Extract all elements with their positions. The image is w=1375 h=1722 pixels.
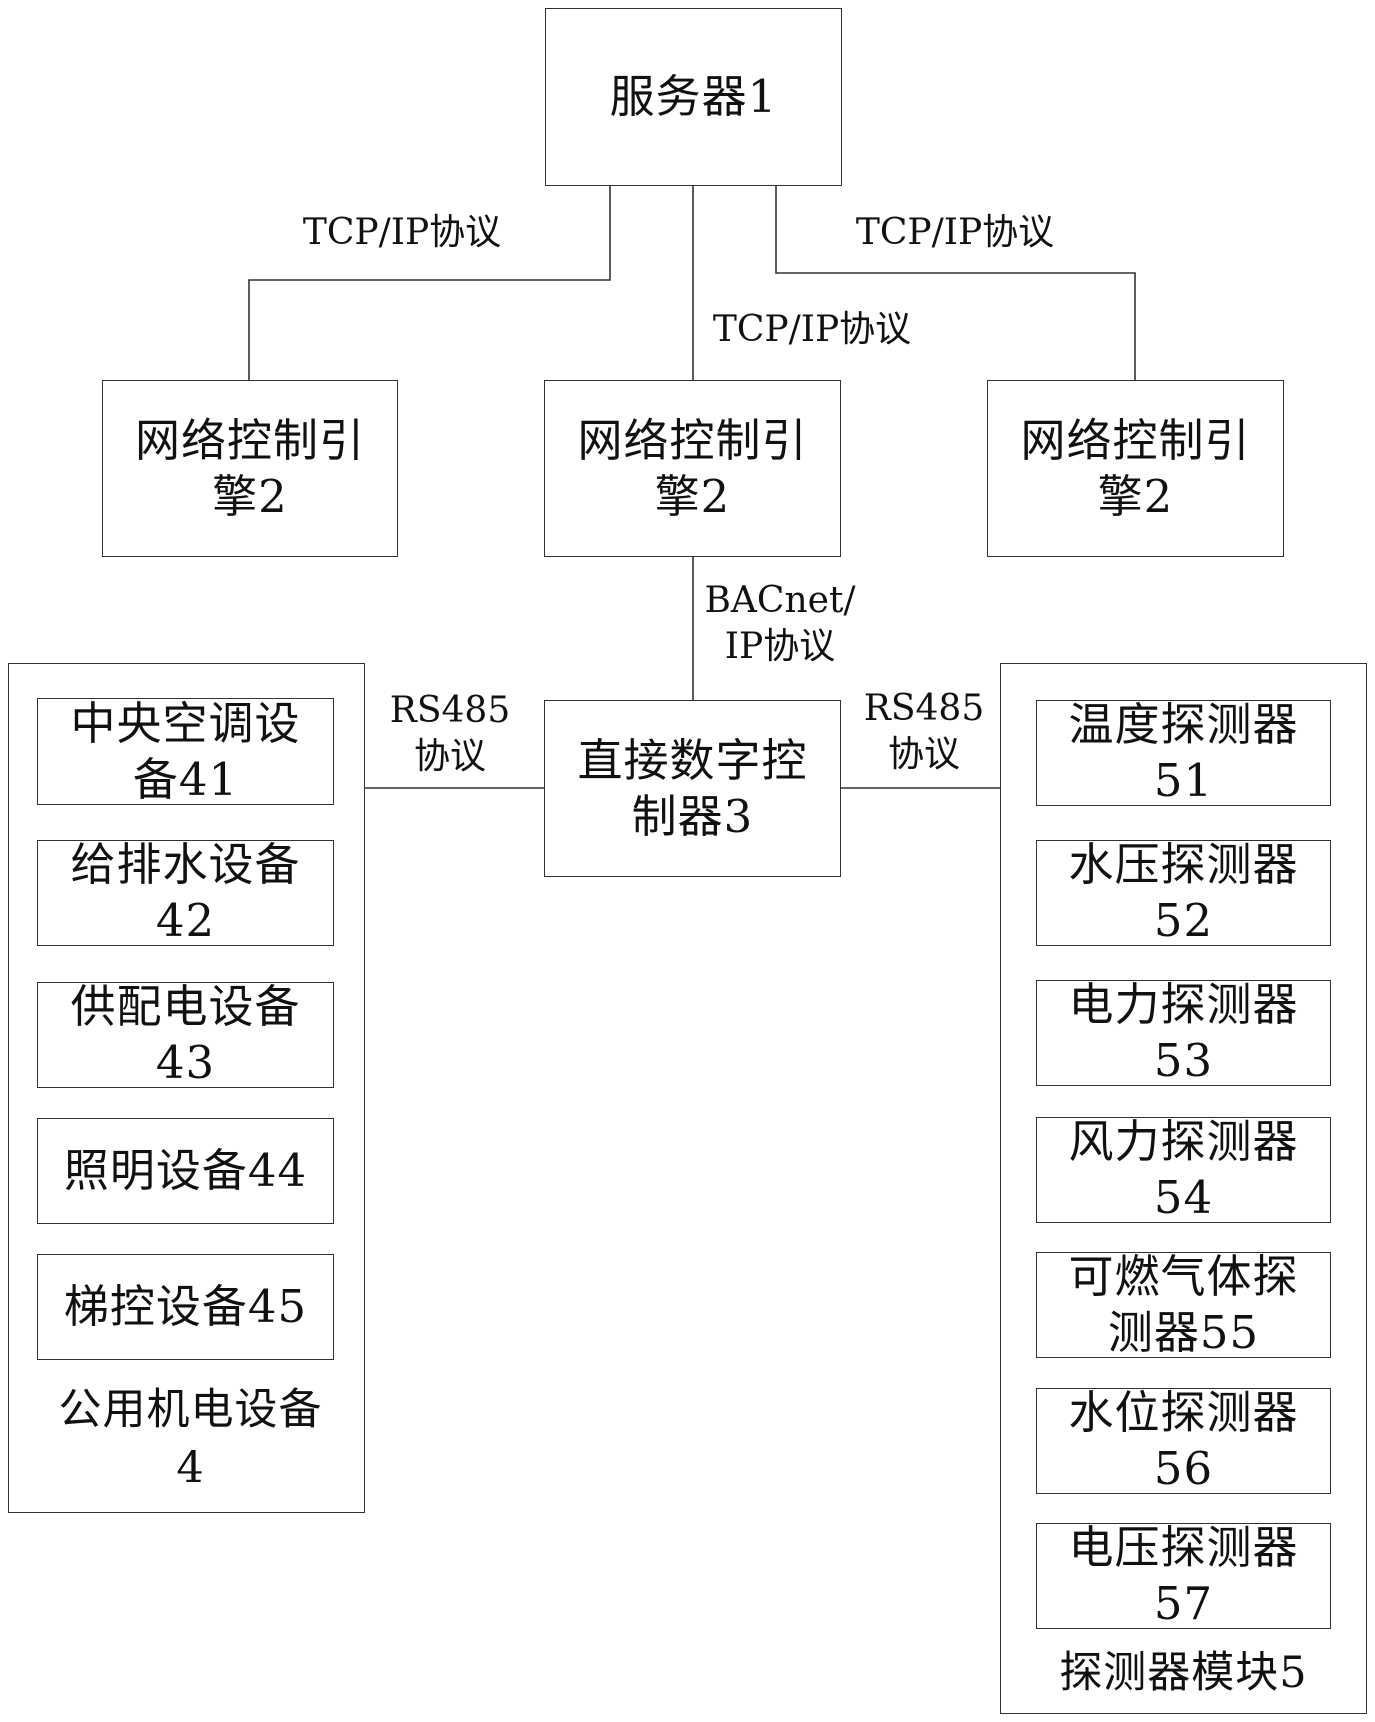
detector-item-label: 水压探测器 52 [1068, 838, 1299, 947]
equipment-item-label: 供配电设备 43 [70, 980, 301, 1089]
controller-label: 直接数字控 制器3 [577, 733, 808, 843]
detector-item-wind: 风力探测器 54 [1036, 1115, 1331, 1224]
equipment-item-power-distribution: 供配电设备 43 [37, 980, 334, 1089]
equipment-item-hvac: 中央空调设 备41 [37, 696, 334, 806]
edge-label-tcp-middle: TCP/IP协议 [712, 309, 912, 350]
edge-label-bacnet: BACnet/ IP协议 [704, 580, 856, 667]
detector-item-temperature: 温度探测器 51 [1036, 698, 1331, 807]
edge-label-tcp-left: TCP/IP协议 [302, 212, 502, 253]
network-engine-left: 网络控制引 擎2 [102, 380, 398, 557]
detector-item-voltage: 电压探测器 57 [1036, 1521, 1331, 1630]
equipment-item-water-supply: 给排水设备 42 [37, 838, 334, 947]
detector-item-label: 水位探测器 56 [1068, 1386, 1299, 1495]
detector-item-water-pressure: 水压探测器 52 [1036, 838, 1331, 947]
network-engine-label: 网络控制引 擎2 [1020, 413, 1251, 523]
direct-digital-controller: 直接数字控 制器3 [544, 700, 841, 877]
network-engine-label: 网络控制引 擎2 [134, 413, 365, 523]
edge-server-engine-left [248, 186, 611, 380]
detector-group [1000, 663, 1367, 1714]
detector-item-label: 温度探测器 51 [1068, 698, 1299, 807]
network-engine-middle: 网络控制引 擎2 [544, 380, 841, 557]
edge-label-rs485-right: RS485 协议 [863, 688, 985, 775]
detector-item-electric-power: 电力探测器 53 [1036, 978, 1331, 1087]
equipment-item-lighting: 照明设备44 [37, 1118, 334, 1224]
detector-item-label: 电压探测器 57 [1068, 1521, 1299, 1630]
detector-item-water-level: 水位探测器 56 [1036, 1386, 1331, 1495]
detector-group-label: 探测器模块5 [1059, 1648, 1308, 1698]
network-engine-right: 网络控制引 擎2 [987, 380, 1284, 557]
network-engine-label: 网络控制引 擎2 [577, 413, 808, 523]
detector-item-combustible-gas: 可燃气体探 测器55 [1036, 1250, 1331, 1359]
server-node: 服务器1 [545, 8, 842, 186]
edge-label-tcp-right: TCP/IP协议 [855, 212, 1055, 253]
equipment-item-label: 中央空调设 备41 [70, 696, 301, 806]
equipment-item-label: 照明设备44 [63, 1144, 308, 1197]
equipment-item-label: 给排水设备 42 [70, 838, 301, 947]
equipment-group [8, 663, 365, 1513]
equipment-item-elevator: 梯控设备45 [37, 1254, 334, 1360]
edge-label-rs485-left: RS485 协议 [389, 690, 511, 777]
equipment-group-label: 公用机电设备 4 [58, 1385, 323, 1493]
server-label: 服务器1 [609, 70, 778, 123]
detector-item-label: 可燃气体探 测器55 [1068, 1250, 1299, 1359]
equipment-item-label: 梯控设备45 [63, 1280, 308, 1333]
edge-server-engine-right [775, 186, 1136, 380]
detector-item-label: 电力探测器 53 [1068, 978, 1299, 1087]
detector-item-label: 风力探测器 54 [1068, 1115, 1299, 1224]
